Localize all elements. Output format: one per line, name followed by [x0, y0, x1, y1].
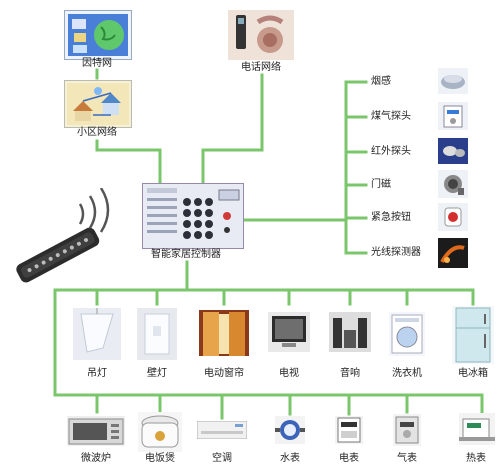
community-network-label: 小区网络: [77, 127, 117, 138]
internet-label: 因特网: [82, 58, 112, 69]
phone-network-label: 电话网络: [241, 62, 281, 73]
meter-label-ac: 空调: [212, 453, 232, 464]
wire-community-controller: [95, 139, 162, 184]
meter-label-gas: 气表: [397, 453, 417, 464]
infrared-probe-icon: [438, 138, 468, 164]
sensor-label-infrared: 红外探头: [371, 146, 411, 157]
community-network-image: [64, 80, 132, 128]
sensor-label-door: 门磁: [371, 179, 391, 190]
emergency-button-icon: [438, 203, 468, 231]
sensor-label-gas: 煤气探头: [371, 111, 411, 122]
washing-machine-icon: [389, 312, 425, 356]
internet-image: [64, 10, 132, 60]
appliance-label-tv: 电视: [279, 368, 299, 379]
appliance-label-pendant: 吊灯: [87, 368, 107, 379]
appliance-label-fridge: 电冰箱: [458, 368, 488, 379]
meter-label-water: 水表: [280, 453, 300, 464]
wire-phone-controller: [201, 73, 264, 184]
rice-cooker-icon: [138, 412, 182, 452]
meter-label-rice-cooker: 电饭煲: [145, 453, 175, 464]
microwave-icon: [67, 416, 125, 446]
audio-icon: [329, 312, 371, 352]
meter-label-electric: 电表: [339, 453, 359, 464]
meter-label-microwave: 微波炉: [81, 453, 111, 464]
air-conditioner-icon: [197, 421, 247, 439]
gas-probe-icon: [438, 102, 468, 130]
meter-label-heat: 热表: [466, 453, 486, 464]
appliance-label-audio: 音响: [340, 368, 360, 379]
appliance-label-curtain: 电动窗帘: [204, 368, 244, 379]
signal-waves-icon: [78, 188, 110, 233]
sensor-label-light: 光线探测器: [371, 247, 421, 258]
heat-meter-icon: [459, 413, 495, 445]
controller-label: 智能家居控制器: [151, 249, 221, 260]
door-magnet-icon: [438, 170, 468, 198]
appliance-label-wall: 壁灯: [147, 368, 167, 379]
electric-curtain-icon: [199, 310, 249, 356]
remote-control-icon: [16, 227, 100, 283]
pendant-lamp-icon: [73, 308, 121, 360]
gas-meter-icon: [393, 414, 421, 446]
smart-home-controller-image: [142, 183, 244, 249]
water-meter-icon: [275, 416, 305, 444]
phone-network-image: [228, 10, 294, 60]
tv-icon: [268, 312, 310, 352]
appliance-label-washer: 洗衣机: [392, 368, 422, 379]
sensor-label-emergency: 紧急按钮: [371, 212, 411, 223]
electric-meter-icon: [335, 416, 363, 444]
wall-lamp-icon: [137, 308, 177, 360]
sensor-label-smoke: 烟感: [371, 76, 391, 87]
smoke-detector-icon: [438, 68, 468, 94]
light-detector-icon: [438, 238, 468, 268]
refrigerator-icon: [452, 306, 494, 364]
